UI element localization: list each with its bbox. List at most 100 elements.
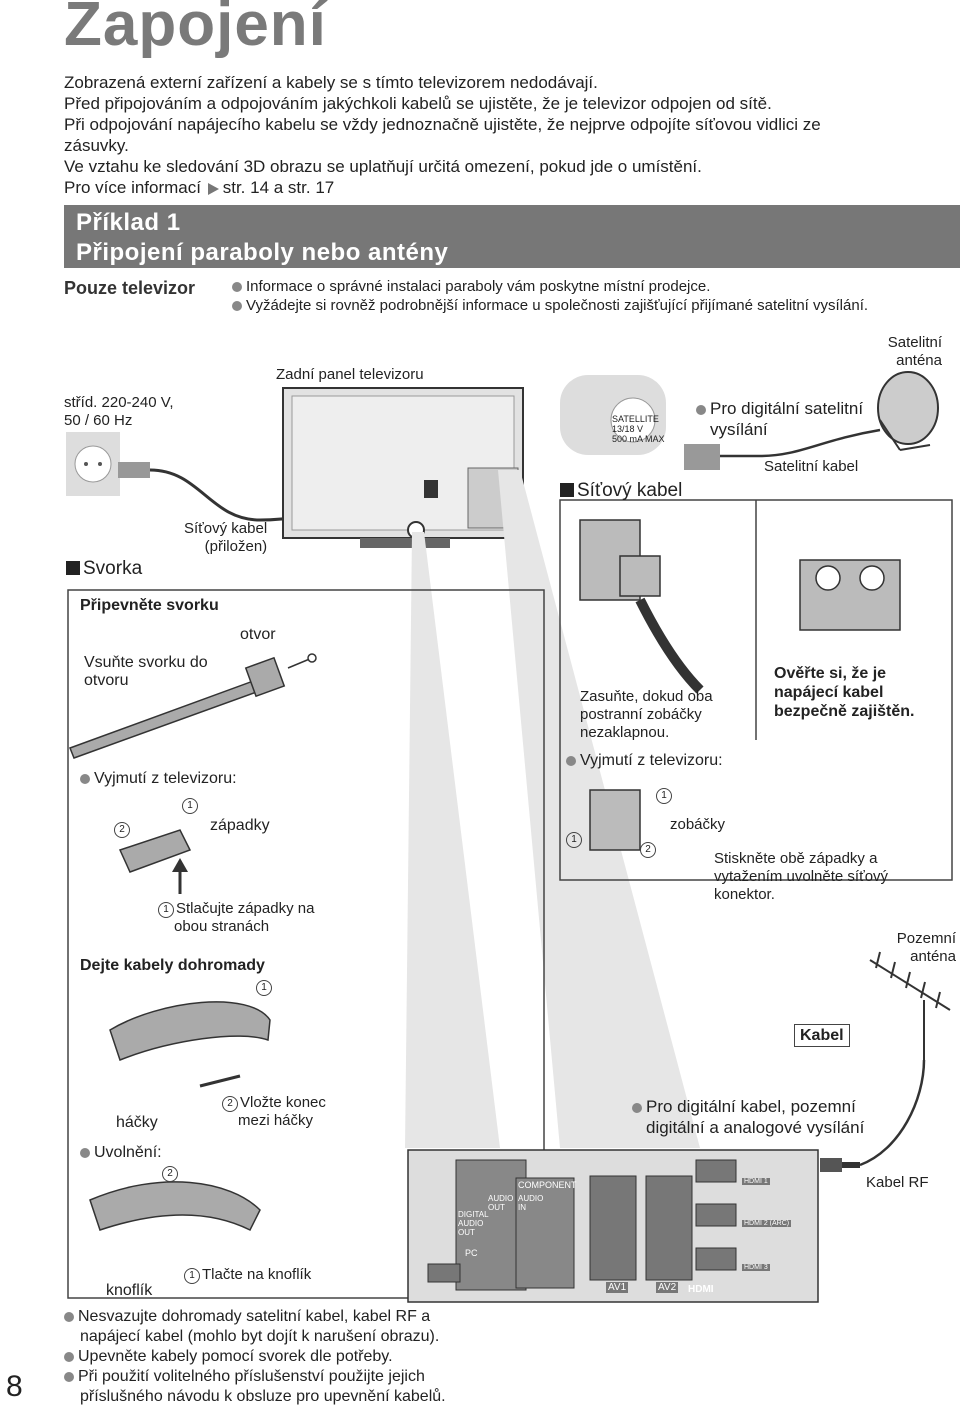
component-label: COMPONENT (518, 1180, 577, 1190)
rear-panel-label: Zadní panel televizoru (276, 366, 424, 383)
step-number: 1 (184, 1268, 200, 1284)
mains-cable-heading: Síťový kabel (560, 480, 682, 502)
hdmi1-label: HDMI 1 (742, 1178, 770, 1185)
attach-clamp-heading: Připevněte svorku (80, 597, 219, 614)
digital-satellite-line: Pro digitální satelitní (710, 399, 864, 418)
step-2-marker: 2 (640, 840, 658, 858)
push-until-label: Zasuňte, dokud oba postranní zobáčky nez… (580, 688, 713, 742)
intro-reference: Pro více informací str. 14 a str. 17 (64, 177, 821, 198)
step-1-marker: 1 (566, 830, 584, 848)
hdmi-port-icon (695, 1159, 737, 1183)
bottom-note-continued: napájecí kabel (mohlo byt dojít k naruše… (80, 1328, 440, 1345)
bullet-icon (696, 404, 706, 415)
verify-line: napájecí kabel (774, 684, 884, 701)
satellite-terminal-label: SATELLITE 13/18 V 500 mA MAX (612, 414, 665, 444)
satellite-cable-label: Satelitní kabel (764, 458, 859, 475)
step-number: 1 (182, 798, 198, 814)
intro-line: Při odpojování napájecího kabelu se vždy… (64, 115, 821, 134)
tv-only-heading: Pouze televizor (64, 278, 196, 298)
intro-line: Zobrazená externí zařízení a kabely se s… (64, 73, 598, 92)
terrestrial-antenna-line: Pozemní (896, 930, 956, 947)
intro-more: Pro více informací (64, 178, 201, 197)
remove-from-tv-label: Vyjmutí z televizoru: (80, 770, 237, 788)
clamp-text: Svorka (83, 558, 143, 579)
bottom-note-text: Nesvazujte dohromady satelitní kabel, ka… (78, 1308, 431, 1325)
hdmi-logo: HDMI (688, 1284, 714, 1295)
square-icon (66, 561, 80, 575)
av2-label: AV2 (656, 1282, 679, 1293)
satellite-antenna-line: Satelitní (887, 334, 942, 351)
satellite-terminal-name: SATELLITE (612, 414, 659, 424)
example-title: Příklad 1 (76, 209, 181, 236)
terrestrial-antenna-label: Pozemní anténa (880, 930, 956, 966)
step-1-marker: 1 (656, 786, 674, 804)
cable-label: Kabel (794, 1024, 850, 1047)
intro-line: zásuvky. (64, 136, 129, 155)
insert-clamp-line: Vsuňte svorku do (84, 654, 208, 671)
digital-satellite-line: vysílání (710, 420, 768, 439)
push-until-line: Zasuňte, dokud oba (580, 688, 713, 705)
step-number: 1 (656, 788, 672, 804)
bullet-icon (64, 1371, 74, 1382)
remove-from-tv-text: Vyjmutí z televizoru: (94, 770, 237, 787)
hole-label: otvor (240, 626, 276, 643)
bundle-heading: Dejte kabely dohromady (80, 957, 265, 974)
bottom-note-text: Při použití volitelného příslušenství po… (78, 1368, 425, 1385)
insert-end-line: mezi háčky (238, 1112, 314, 1129)
mains-supplied-line: (přiložen) (204, 538, 268, 555)
push-until-line: postranní zobáčky (580, 706, 702, 723)
ac-frequency: 50 / 60 Hz (64, 412, 133, 429)
intro-text: Zobrazená externí zařízení a kabely se s… (64, 72, 821, 198)
bottom-notes: Nesvazujte dohromady satelitní kabel, ka… (64, 1307, 446, 1407)
bullet-icon (232, 301, 242, 312)
press-both-label: Stiskněte obě západky a vytažením uvolně… (714, 850, 888, 904)
clamp-box (67, 589, 545, 1299)
bottom-note: Při použití volitelného příslušenství po… (64, 1367, 446, 1387)
tv-rear-panel-icon (282, 387, 524, 548)
page-number: 8 (6, 1370, 23, 1403)
digital-cable-label: Pro digitální kabel, pozemní digitální a… (632, 1096, 864, 1138)
intro-line: Ve vztahu ke sledování 3D obrazu se upla… (64, 157, 702, 176)
digital-cable-line: Pro digitální kabel, pozemní (646, 1097, 856, 1116)
insert-end-line: Vložte konec (240, 1094, 326, 1111)
step-number: 2 (222, 1096, 238, 1112)
press-latches-line: obou stranách (174, 918, 270, 935)
press-both-line: Stiskněte obě západky a (714, 850, 878, 867)
verify-label: Ověřte si, že je napájecí kabel bezpečně… (774, 664, 915, 721)
audio-in-label: AUDIO IN (518, 1194, 544, 1212)
clamp-heading: Svorka (66, 558, 142, 580)
step-1-marker: 1 (182, 796, 200, 814)
satellite-dish-icon (877, 371, 939, 451)
push-until-line: nezaklapnou. (580, 724, 670, 741)
page-reference: str. 14 a str. 17 (222, 178, 335, 197)
rf-cable-icon (859, 1059, 926, 1167)
knob-label: knoflík (106, 1282, 153, 1299)
press-knob-text: Tlačte na knoflík (202, 1266, 312, 1283)
release-label: Uvolnění: (80, 1144, 162, 1162)
release-text: Uvolnění: (94, 1144, 162, 1161)
audio-out-label: AUDIO OUT (488, 1194, 514, 1212)
step-1-marker: 1 (256, 978, 274, 996)
insert-clamp-label: Vsuňte svorku do otvoru (84, 654, 208, 690)
press-both-line: konektor. (714, 886, 775, 903)
mains-supplied-label: Síťový kabel (přiložen) (184, 520, 267, 556)
latches-label: západky (210, 817, 270, 834)
intro-line: Před připojováním a odpojováním jakýchko… (64, 94, 772, 113)
step-2-marker: 2 (114, 820, 132, 838)
step-number: 1 (256, 980, 272, 996)
page-title: Zapojení (64, 0, 327, 59)
clamp-illustration-icon (69, 653, 317, 1232)
rf-cable-label: Kabel RF (866, 1174, 929, 1191)
bottom-note-continued: příslušného návodu k obsluze pro upevněn… (80, 1388, 446, 1405)
step-number: 2 (162, 1166, 178, 1182)
bullet-icon (80, 773, 90, 784)
step-number: 2 (114, 822, 130, 838)
step-number: 1 (566, 832, 582, 848)
note-text: Informace o správné instalaci paraboly v… (246, 278, 711, 295)
step-number: 2 (640, 842, 656, 858)
hdmi-port-icon (695, 1247, 737, 1271)
